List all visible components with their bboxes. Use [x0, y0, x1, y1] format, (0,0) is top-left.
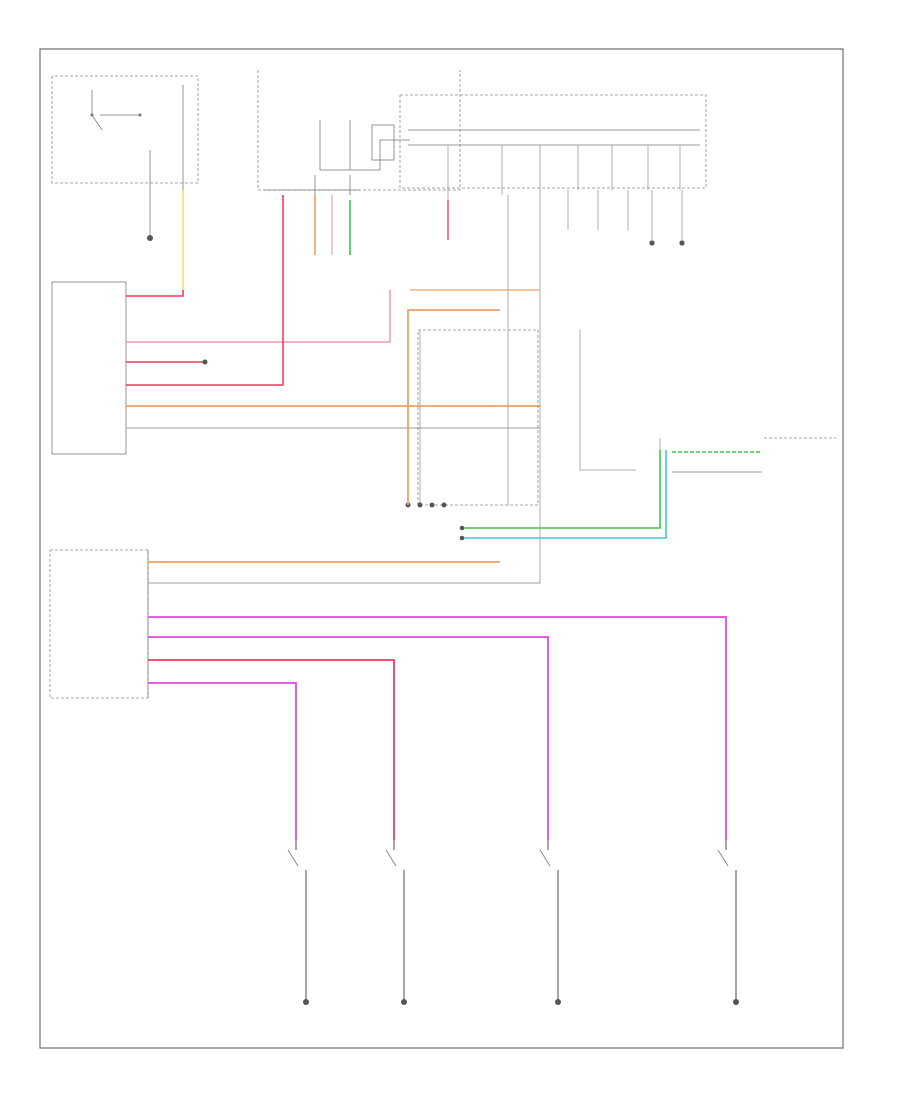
left-rear-door-switch — [539, 840, 561, 1005]
wire-bcm-red-3 — [126, 290, 284, 386]
right-front-door-switch — [287, 840, 309, 1005]
powertrain-control-module — [659, 437, 836, 450]
splice-area — [405, 195, 541, 580]
ground-symbol — [147, 235, 153, 241]
left-front-door-switch — [717, 840, 739, 1005]
diagram-frame — [39, 48, 844, 1049]
wire-bcm-red-1 — [126, 290, 184, 297]
wire-cluster-red — [148, 659, 395, 840]
body-control-module — [51, 281, 127, 455]
top-connector-strip — [399, 94, 707, 330]
wire-cluster-magenta-2 — [148, 636, 549, 840]
wire-bcm-pink — [126, 290, 391, 343]
wire-cluster-magenta-3 — [148, 682, 297, 840]
interior-fuse-block — [257, 70, 461, 195]
wire-cluster-magenta-1 — [148, 616, 727, 840]
right-rear-door-switch — [385, 840, 407, 1005]
wire-cyan-lower — [462, 450, 667, 539]
instrument-cluster — [49, 549, 149, 699]
wire-orange-vert — [407, 309, 500, 505]
ignition-switch — [51, 75, 199, 290]
wire-cluster-gray — [148, 580, 541, 584]
wire-thin-right — [579, 330, 636, 471]
small-ground-cluster — [567, 190, 685, 246]
wire-green-lower — [462, 450, 661, 529]
